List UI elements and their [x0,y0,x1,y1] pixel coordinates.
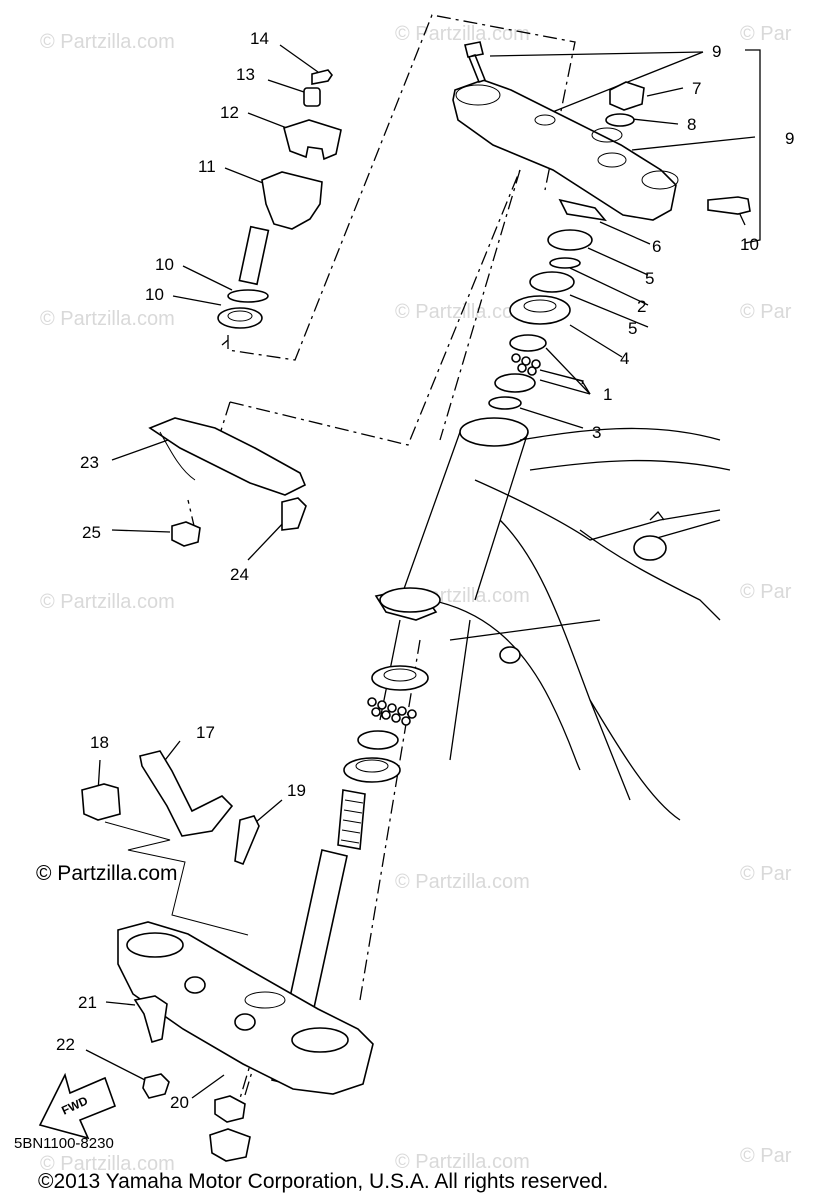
watermark: © Partzilla.com [40,591,175,613]
bearing-cover-part [509,295,571,325]
callout-24: 24 [230,565,249,584]
callout-15: 13 [236,65,255,84]
callout-labels: 14 13 12 11 10 10 9 7 8 9 9 10 6 5 2 5 4… [56,29,794,1112]
lower-seal [343,757,401,783]
callout-6: 6 [652,237,661,256]
cap-part [311,69,333,85]
callout-10: 9 [712,42,721,61]
watermark-grid: © Partzilla.com © Partzilla.com © Par © … [36,23,792,1175]
nut-20-part [214,1095,246,1123]
head-pipe-top [459,417,529,447]
lock-washer-part [558,198,607,222]
watermark: © Partzilla.com [40,31,175,53]
callout-19: 19 [287,781,306,800]
callout-5a: 5 [645,269,654,288]
callout-5b: 5 [628,319,637,338]
watermark: © Partzilla.com [40,1153,175,1175]
watermark: © Partzilla.com [395,1151,530,1173]
watermark-highlight: © Partzilla.com [36,862,178,885]
upper-bracket-part [452,79,677,221]
bracket-17-part [139,750,234,837]
bolt-22-part [142,1073,170,1099]
watermark: © Par [740,23,792,45]
callout-22: 22 [56,1035,75,1054]
ring-nut-5a-part [547,229,593,251]
lower-balls [367,697,417,726]
callout-12: 10 [155,255,174,274]
callout-25: 25 [82,523,101,542]
bolt-10-top-part [464,41,487,83]
stem-thread [337,789,366,850]
callout-2: 2 [637,297,646,316]
watermark: © Partzilla.com [395,871,530,893]
callout-20: 20 [170,1093,189,1112]
callout-14: 12 [220,103,239,122]
watermark: © Par [740,301,792,323]
nut-25-part [171,521,201,547]
bolt-10-right-part [707,196,751,215]
assembly-lines [104,14,761,1116]
small-parts [81,417,307,1162]
lower-race-inner [357,730,399,750]
callout-18: 18 [90,733,109,752]
copyright-notice: ©2013 Yamaha Motor Corporation, U.S.A. A… [38,1170,608,1193]
watermark: © Par [740,863,792,885]
washer-part [227,289,269,303]
callout-4: 4 [620,349,629,368]
cable-guide-part [148,417,307,496]
clip-24-part [281,497,307,531]
callout-13: 11 [198,157,216,176]
ring-nut-5b-part [529,271,575,293]
rubber-washer-2-part [549,257,581,269]
watermark: © Partzilla.com [395,23,530,45]
callout-7: 7 [692,79,701,98]
bearing-race-part [509,334,547,352]
lower-race-upper [371,665,429,691]
damper-part [217,307,263,329]
callout-1: 1 [603,385,612,404]
callout-11: 10 [145,285,164,304]
nut-20b-part [209,1128,251,1162]
stay-21-part [133,995,168,1043]
lower-holder-part [261,171,323,230]
callout-21: 21 [78,993,97,1012]
upper-holder-part [283,119,342,161]
lower-bearing-set [343,665,429,783]
handlebar-holder-parts [217,69,342,329]
steering-stem-assembly [117,789,374,1095]
spacer-18-part [81,783,121,821]
frame-outline [374,417,731,821]
seal-part [488,396,522,410]
watermark: © Par [740,581,792,603]
watermark: © Par [740,1145,792,1167]
forward-arrow: FWD [38,1072,117,1140]
callout-3: 3 [592,423,601,442]
callout-8: 8 [687,115,696,134]
callout-16: 14 [250,29,269,48]
watermark: © Partzilla.com [40,308,175,330]
callout-9-label: 9 [785,129,794,148]
nut-7-part [609,81,645,111]
callout-23: 23 [80,453,99,472]
bolt-19-part [234,815,260,866]
callout-10-lower: 10 [740,235,759,254]
bolt-part [303,87,321,107]
diagram-code: 5BN1100-8230 [14,1135,114,1152]
callout-17: 17 [196,723,215,742]
holder-shaft-part [238,225,270,286]
washer-8-part [605,113,635,127]
upper-bracket-assembly [452,41,751,410]
bearing-race-lower-part [494,373,536,393]
